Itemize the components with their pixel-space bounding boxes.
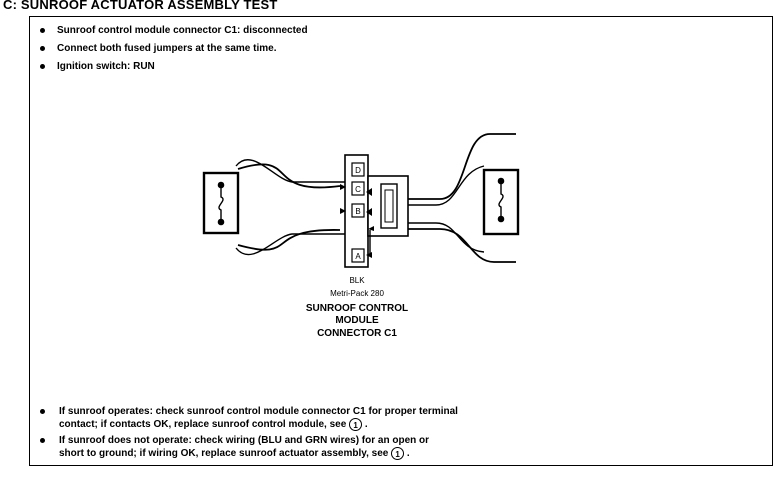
- connector-series-label: Metri-Pack 280: [330, 289, 384, 298]
- note-line: short to ground; if wiring OK, replace s…: [59, 448, 389, 460]
- note-tail: .: [406, 448, 410, 460]
- pin-c-label: C: [355, 185, 361, 194]
- pin-a-label: A: [355, 252, 361, 261]
- note-line: If sunroof operates: check sunroof contr…: [59, 406, 458, 417]
- connector-name-line-2: MODULE: [335, 315, 379, 326]
- condition-item: Sunroof control module connector C1: dis…: [40, 22, 308, 40]
- condition-item: Ignition switch: RUN: [40, 58, 308, 76]
- result-notes-list: If sunroof operates: check sunroof contr…: [40, 405, 458, 463]
- reference-badge: 1: [349, 418, 363, 431]
- test-frame: [29, 16, 773, 466]
- right-fused-jumper: [372, 133, 520, 263]
- connector-c1: D C B A: [340, 154, 409, 268]
- pin-a-cavity: [351, 248, 365, 263]
- pin-d-cavity: [351, 162, 365, 177]
- condition-item: Connect both fused jumpers at the same t…: [40, 40, 308, 58]
- note-item: If sunroof does not operate: check wirin…: [40, 434, 458, 461]
- connector-color-label: BLK: [349, 276, 365, 285]
- pin-b-label: B: [355, 207, 360, 216]
- pin-b-cavity: [351, 203, 365, 218]
- left-fused-jumper: [202, 159, 345, 256]
- page-title: C: SUNROOF ACTUATOR ASSEMBLY TEST: [3, 0, 278, 12]
- pin-d-label: D: [355, 166, 361, 175]
- test-conditions-list: Sunroof control module connector C1: dis…: [40, 22, 308, 76]
- note-line: If sunroof does not operate: check wirin…: [59, 435, 430, 447]
- reference-badge: 1: [391, 447, 405, 461]
- connector-name-line-1: SUNROOF CONTROL: [306, 303, 408, 314]
- connector-name-line-3: CONNECTOR C1: [317, 328, 397, 339]
- note-item: If sunroof operates: check sunroof contr…: [40, 405, 458, 431]
- pin-c-cavity: [351, 181, 365, 196]
- note-line: contact; if contacts OK, replace sunroof…: [59, 419, 347, 431]
- note-tail: .: [364, 419, 368, 431]
